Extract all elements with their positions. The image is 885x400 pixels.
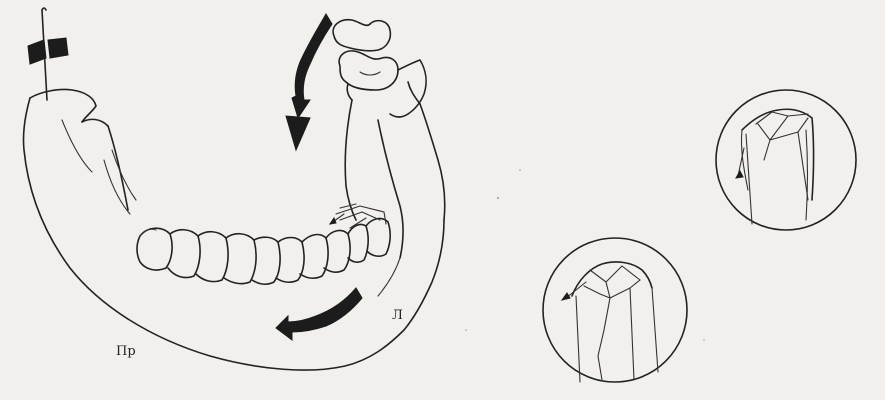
label-right-side: Пр (116, 344, 136, 359)
rotation-arrow-bottom (276, 288, 362, 340)
magnified-tooth-upper (716, 90, 856, 230)
rotation-arrow-top (286, 14, 332, 150)
magnified-tooth-lower (543, 238, 687, 382)
articular-process (333, 20, 426, 117)
label-left-side: Л (392, 308, 403, 323)
mandible-outline (23, 82, 444, 370)
pin-with-flag (28, 8, 68, 100)
scan-specks (465, 169, 705, 340)
teeth-row (137, 204, 390, 284)
